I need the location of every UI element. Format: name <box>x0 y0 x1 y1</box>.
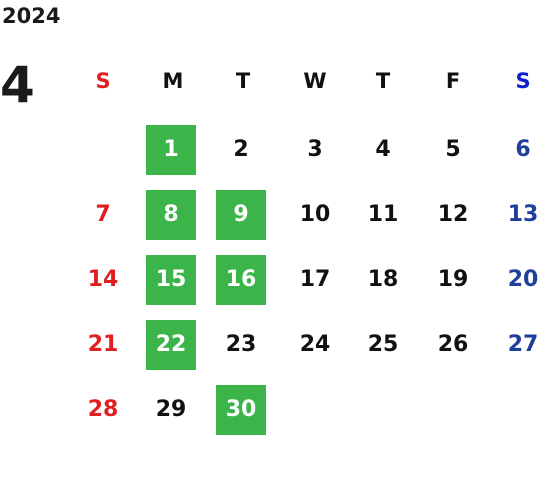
day-cell[interactable]: 18 <box>367 267 399 292</box>
day-cell-highlighted[interactable]: 16 <box>216 255 266 305</box>
weekday-thursday: T <box>375 69 391 93</box>
day-cell[interactable]: 5 <box>445 137 461 162</box>
weekday-monday: M <box>162 69 184 93</box>
day-cell[interactable]: 2 <box>233 137 249 162</box>
day-cell-highlighted[interactable]: 9 <box>216 190 266 240</box>
day-cell-highlighted[interactable]: 22 <box>146 320 196 370</box>
day-cell[interactable]: 28 <box>87 397 119 422</box>
day-cell-highlighted[interactable]: 8 <box>146 190 196 240</box>
day-cell[interactable]: 20 <box>507 267 539 292</box>
day-cell[interactable]: 29 <box>155 397 187 422</box>
day-cell[interactable]: 11 <box>367 202 399 227</box>
weekday-wednesday: W <box>303 69 327 93</box>
day-cell[interactable]: 10 <box>299 202 331 227</box>
weekday-saturday: S <box>515 69 531 93</box>
day-cell[interactable]: 14 <box>87 267 119 292</box>
day-cell-highlighted[interactable]: 30 <box>216 385 266 435</box>
year-label: 2024 <box>2 4 61 28</box>
day-cell[interactable]: 24 <box>299 332 331 357</box>
day-cell[interactable]: 23 <box>225 332 257 357</box>
day-cell[interactable]: 7 <box>95 202 111 227</box>
day-cell[interactable]: 21 <box>87 332 119 357</box>
day-cell[interactable]: 4 <box>375 137 391 162</box>
day-cell[interactable]: 6 <box>515 137 531 162</box>
weekday-tuesday: T <box>235 69 251 93</box>
day-cell[interactable]: 13 <box>507 202 539 227</box>
day-cell-highlighted[interactable]: 15 <box>146 255 196 305</box>
day-cell[interactable]: 12 <box>437 202 469 227</box>
month-number: 4 <box>0 56 35 114</box>
day-cell[interactable]: 3 <box>307 137 323 162</box>
weekday-sunday: S <box>95 69 111 93</box>
day-cell-highlighted[interactable]: 1 <box>146 125 196 175</box>
day-cell[interactable]: 27 <box>507 332 539 357</box>
day-cell[interactable]: 26 <box>437 332 469 357</box>
day-cell[interactable]: 25 <box>367 332 399 357</box>
day-cell[interactable]: 19 <box>437 267 469 292</box>
day-cell[interactable]: 17 <box>299 267 331 292</box>
weekday-friday: F <box>445 69 461 93</box>
